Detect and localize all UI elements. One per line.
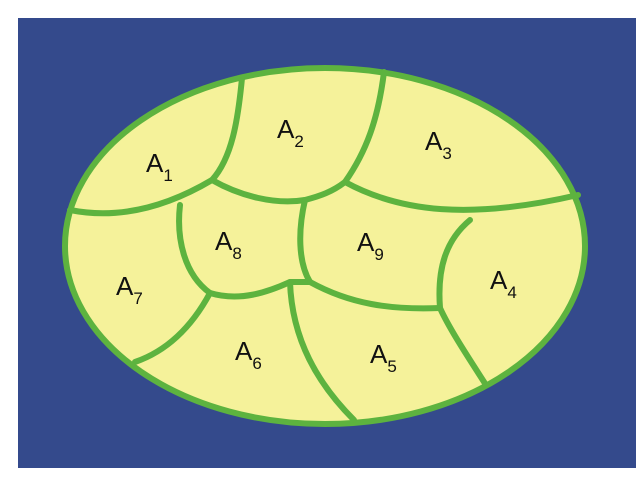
region-label-a6: A6 [235,336,262,373]
boundary-a2-a3 [342,69,387,185]
boundary-a2-a9 [302,179,348,203]
boundary-a8-a7 [176,202,213,296]
ellipse-set [62,65,588,427]
region-label-a5: A5 [370,339,397,376]
region-label-a9: A9 [357,227,384,264]
region-label-a7: A7 [116,271,143,308]
region-labels: A1 A2 A3 A4 A5 A6 A7 A8 A9 [116,114,517,376]
region-label-a3: A3 [425,126,452,163]
boundary-a9-a5 [307,279,443,312]
region-label-a2: A2 [277,114,304,151]
boundary-a7-a6 [132,290,213,365]
boundary-a8-a9 [297,197,313,285]
boundary-a6-a5 [287,279,357,423]
region-label-a8: A8 [215,226,242,263]
region-label-a1: A1 [146,148,173,185]
region-label-a4: A4 [490,265,517,302]
boundary-a4-a5 [437,305,489,388]
boundary-a1-lower [67,177,215,217]
partition-boundaries [67,69,581,423]
boundary-a2-a8 [209,177,308,205]
boundary-a1-a2 [209,75,245,183]
boundary-a9-a4 [436,217,473,311]
boundary-a3-lower [342,179,581,213]
